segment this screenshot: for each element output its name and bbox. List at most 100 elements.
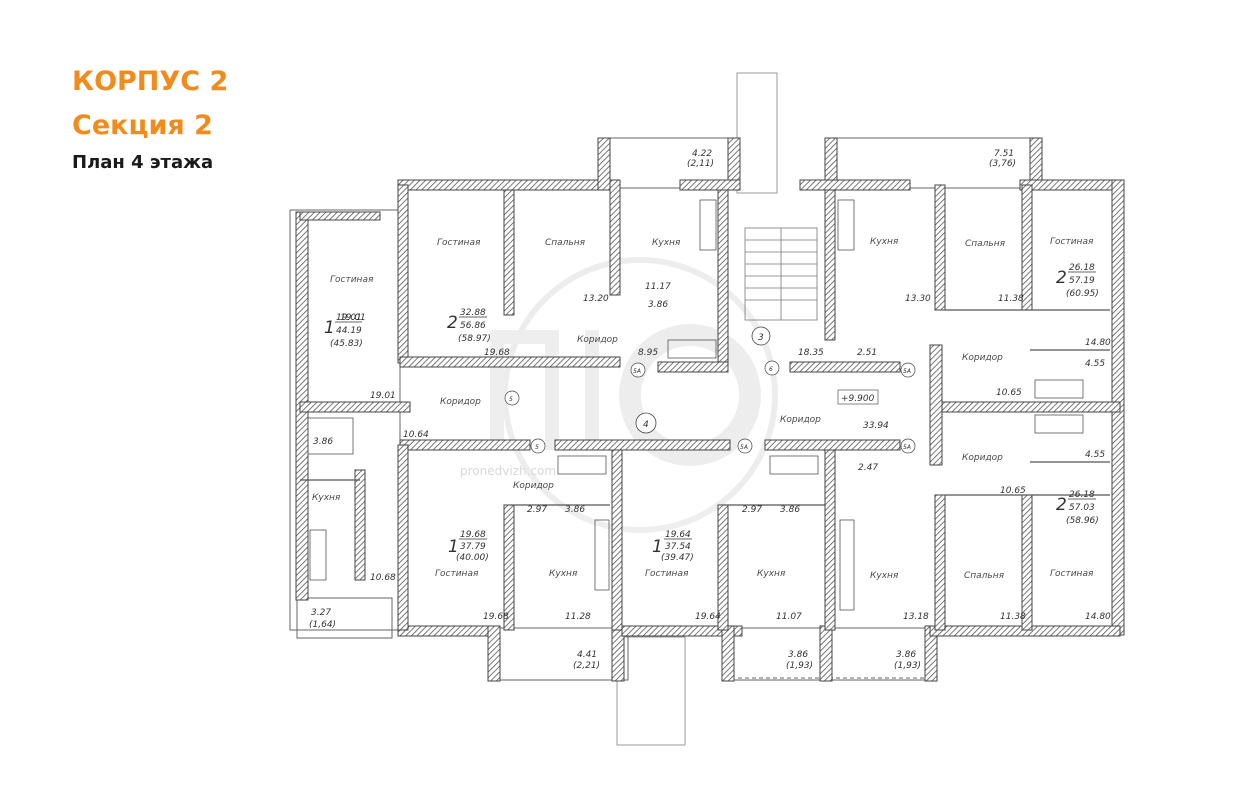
svg-text:3.86: 3.86: [313, 437, 333, 447]
svg-text:5: 5: [509, 396, 513, 403]
floor-plan-title: План 4 этажа: [72, 152, 214, 173]
svg-text:19.01: 19.01: [340, 313, 366, 323]
svg-text:32.88: 32.88: [460, 308, 486, 318]
room-label-living: Гостиная: [645, 569, 689, 579]
svg-text:1: 1: [448, 537, 459, 557]
room-label-bedroom: Спальня: [965, 239, 1006, 249]
svg-text:8.95: 8.95: [638, 348, 658, 358]
svg-text:(2,21): (2,21): [573, 661, 600, 671]
section-title: Секция 2: [72, 110, 213, 141]
room-label-bedroom: Спальня: [545, 238, 586, 248]
level-mark: +9.900: [837, 389, 879, 405]
svg-text:33.94: 33.94: [863, 421, 889, 431]
svg-text:19.68: 19.68: [483, 612, 509, 622]
top-entrance: [736, 72, 778, 194]
room-label-corridor: Коридор: [513, 481, 554, 491]
svg-text:3.86: 3.86: [648, 300, 668, 310]
svg-text:14.80: 14.80: [1085, 612, 1111, 622]
room-label-living: Гостиная: [330, 275, 374, 285]
svg-text:4.41: 4.41: [577, 650, 597, 660]
svg-text:(39.47): (39.47): [661, 553, 694, 563]
svg-text:(60.95): (60.95): [1066, 289, 1099, 299]
svg-text:6: 6: [769, 366, 773, 373]
svg-text:7.51: 7.51: [994, 149, 1014, 159]
svg-text:(40.00): (40.00): [456, 553, 489, 563]
room-label-corridor: Коридор: [962, 353, 1003, 363]
svg-text:37.79: 37.79: [460, 542, 486, 552]
svg-text:(1,93): (1,93): [786, 661, 813, 671]
svg-text:19.68: 19.68: [460, 530, 486, 540]
svg-text:(58.96): (58.96): [1066, 516, 1099, 526]
room-label-kitchen: Кухня: [652, 238, 681, 248]
svg-text:56.86: 56.86: [460, 321, 486, 331]
svg-text:44.19: 44.19: [336, 326, 362, 336]
svg-text:3.86: 3.86: [780, 505, 800, 515]
svg-text:2.51: 2.51: [857, 348, 877, 358]
svg-text:10.65: 10.65: [996, 388, 1022, 398]
svg-text:11.17: 11.17: [645, 282, 671, 292]
svg-text:3: 3: [758, 333, 764, 343]
svg-text:19.68: 19.68: [484, 348, 510, 358]
svg-text:5А: 5А: [903, 368, 911, 375]
svg-text:19.64: 19.64: [665, 530, 691, 540]
room-label-corridor: Коридор: [962, 453, 1003, 463]
svg-text:2: 2: [1056, 495, 1067, 515]
watermark-text: pronedvizh.com: [460, 464, 556, 478]
room-label-kitchen: Кухня: [870, 237, 899, 247]
svg-text:11.38: 11.38: [998, 294, 1024, 304]
svg-text:14.80: 14.80: [1085, 338, 1111, 348]
svg-text:19.01: 19.01: [336, 313, 362, 323]
room-label-kitchen: Кухня: [870, 571, 899, 581]
door-markers: [504, 360, 916, 454]
room-label-kitchen: Кухня: [549, 569, 578, 579]
stair-marker: 3: [751, 326, 771, 346]
svg-text:57.19: 57.19: [1069, 276, 1095, 286]
svg-text:(58.97): (58.97): [458, 334, 491, 344]
svg-text:26.18: 26.18: [1069, 263, 1095, 273]
svg-text:19.64: 19.64: [695, 612, 721, 622]
building-title: КОРПУС 2: [72, 66, 229, 97]
svg-text:57.03: 57.03: [1069, 503, 1095, 513]
apartment-3-label: 2 26.18 57.19 (60.95): [1056, 263, 1099, 299]
svg-text:11.07: 11.07: [776, 612, 802, 622]
svg-text:3.27: 3.27: [311, 608, 331, 618]
apartment-1-label: 1 19.01 44.19 (45.83): [324, 313, 363, 349]
svg-text:1: 1: [324, 318, 335, 338]
svg-text:4.55: 4.55: [1085, 359, 1105, 369]
partitions: [300, 309, 1110, 506]
room-label-corridor: Коридор: [780, 415, 821, 425]
svg-text:13.30: 13.30: [905, 294, 931, 304]
apartment-6-label: 2 26.18 57.03 (58.96): [1056, 490, 1099, 526]
svg-text:1: 1: [652, 537, 663, 557]
svg-text:13.20: 13.20: [583, 294, 609, 304]
svg-text:18.35: 18.35: [798, 348, 824, 358]
svg-text:37.54: 37.54: [665, 542, 691, 552]
fixtures: [307, 199, 1084, 611]
svg-text:26.18: 26.18: [1069, 490, 1095, 500]
svg-text:2: 2: [1056, 268, 1067, 288]
svg-text:(3,76): (3,76): [989, 159, 1016, 169]
balcony-area-labels: 4.22 (2,11) 7.51 (3,76) 3.27 (1,64) 4.41…: [309, 149, 1016, 671]
bottom-entrance: [616, 636, 686, 746]
svg-text:5: 5: [535, 444, 539, 451]
apartment-4-label: 1 19.68 37.79 (40.00): [448, 530, 489, 563]
svg-text:11.38: 11.38: [1000, 612, 1026, 622]
room-label-kitchen: Кухня: [312, 493, 341, 503]
room-label-living: Гостиная: [1050, 237, 1094, 247]
stair: [744, 227, 818, 321]
svg-text:3.86: 3.86: [565, 505, 585, 515]
svg-text:5А: 5А: [740, 444, 748, 451]
svg-text:3.86: 3.86: [896, 650, 916, 660]
svg-text:10.65: 10.65: [1000, 486, 1026, 496]
svg-text:4: 4: [643, 420, 649, 430]
svg-text:5А: 5А: [903, 444, 911, 451]
svg-text:2.97: 2.97: [742, 505, 762, 515]
svg-text:3.86: 3.86: [788, 650, 808, 660]
apartment-5-label: 1 19.64 37.54 (39.47): [652, 530, 694, 563]
svg-text:(45.83): (45.83): [330, 339, 363, 349]
svg-text:4.22: 4.22: [692, 149, 712, 159]
svg-text:13.18: 13.18: [903, 612, 929, 622]
corridor-marker: 4: [635, 412, 657, 434]
svg-text:5А: 5А: [633, 368, 641, 375]
